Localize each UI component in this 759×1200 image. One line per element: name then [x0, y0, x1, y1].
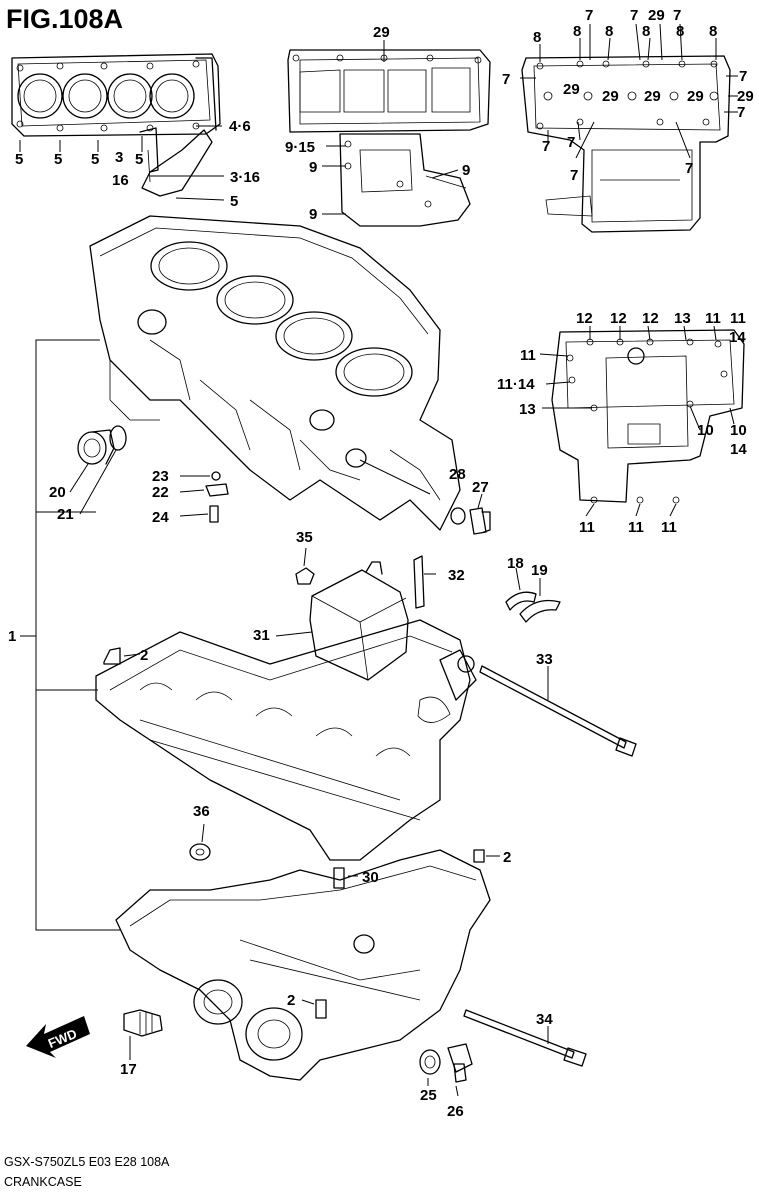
callout-label: 7	[502, 71, 510, 88]
callout-label: 12	[576, 310, 593, 327]
oil-pan-lower-section	[115, 849, 491, 1081]
callout-label: 11·14	[497, 376, 535, 393]
inset-crankcase-bolt-pattern-top	[520, 23, 738, 233]
callout-label: 1	[8, 628, 16, 645]
callout-label: 26	[447, 1103, 464, 1120]
forward-direction-arrow: FWD	[26, 1016, 90, 1058]
callout-label: 2	[287, 992, 295, 1009]
callout-label: 29	[644, 88, 661, 105]
crankcase-long-bolt-upper	[479, 665, 637, 757]
figure-title: FIG.108A	[6, 4, 123, 34]
inset-crankcase-side-view	[287, 40, 491, 227]
callout-label: 12	[642, 310, 659, 327]
callout-label: 4·6	[229, 118, 251, 135]
callout-label: 35	[296, 529, 313, 546]
callout-label: 27	[472, 479, 489, 496]
callout-label: 7	[737, 104, 745, 121]
oil-jet-bolt-washer	[359, 459, 491, 535]
callout-label: 24	[152, 509, 169, 526]
lower-crankcase	[95, 619, 477, 861]
callout-label: 8	[605, 23, 613, 40]
callout-label: 29	[648, 7, 665, 24]
callout-label: 10	[730, 422, 747, 439]
callout-label: 14	[730, 441, 747, 458]
callout-label: 7	[630, 7, 638, 24]
callout-label: 9	[462, 162, 470, 179]
callout-label: 19	[531, 562, 548, 579]
callout-label: 11	[520, 347, 536, 364]
callout-label: 29	[687, 88, 704, 105]
callout-label: 13	[519, 401, 536, 418]
callout-label: 3·16	[230, 169, 260, 186]
callout-label: 16	[112, 172, 129, 189]
callout-label: 33	[536, 651, 553, 668]
callout-label: 32	[448, 567, 465, 584]
callout-label: 23	[152, 468, 169, 485]
assembly-bracket-item-1	[20, 339, 120, 931]
crankcase-long-bolt-lower	[463, 1009, 587, 1067]
callout-label: 7	[673, 7, 681, 24]
upper-crankcase	[89, 215, 461, 531]
callout-label: 7	[685, 160, 693, 177]
callout-label: 8	[709, 23, 717, 40]
small-bolt-and-bracket	[179, 471, 229, 523]
callout-label: 22	[152, 484, 169, 501]
callout-label: 5	[135, 151, 143, 168]
oil-pressure-switch	[123, 1009, 163, 1060]
callout-label: 29	[373, 24, 390, 41]
callout-label: 11	[705, 310, 721, 327]
callout-label: 9	[309, 159, 317, 176]
callout-label: 2	[140, 647, 148, 664]
callout-label: 36	[193, 803, 210, 820]
callout-label: 7	[585, 7, 593, 24]
callout-label: 7	[570, 167, 578, 184]
fwd-label: FWD	[46, 1026, 79, 1051]
callout-label: 11	[628, 519, 644, 536]
callout-label: 8	[676, 23, 684, 40]
callout-label: 31	[253, 627, 270, 644]
breather-cover	[275, 547, 436, 681]
callout-label: 18	[507, 555, 524, 572]
callout-label: 28	[449, 466, 466, 483]
callout-label: 17	[120, 1061, 137, 1078]
callout-label: 20	[49, 484, 66, 501]
oil-seal-and-dowel-pins	[189, 823, 500, 889]
callout-label: 5	[15, 151, 23, 168]
model-code: GSX-S750ZL5 E03 E28 108A	[4, 1155, 170, 1169]
callout-label: 5	[54, 151, 62, 168]
callout-label: 14	[729, 329, 746, 346]
callout-label: 34	[536, 1011, 553, 1028]
callout-label: 11	[730, 310, 746, 327]
callout-label: 30	[362, 869, 379, 886]
callout-label: 29	[602, 88, 619, 105]
callout-label: 25	[420, 1087, 437, 1104]
callout-label: 8	[573, 23, 581, 40]
callout-label: 8	[642, 23, 650, 40]
callout-label: 10	[697, 422, 714, 439]
callout-label: 9·15	[285, 139, 315, 156]
callout-label: 13	[674, 310, 691, 327]
crank-bearings	[505, 567, 561, 623]
callout-label: 12	[610, 310, 627, 327]
section-name: CRANKCASE	[4, 1175, 82, 1189]
callout-label: 7	[567, 134, 575, 151]
callout-label: 3	[115, 149, 123, 166]
callout-label: 21	[57, 506, 74, 523]
callout-label: 9	[309, 206, 317, 223]
inset-upper-crankcase-top-view	[11, 53, 225, 201]
callout-label: 11	[661, 519, 677, 536]
callout-label: 11	[579, 519, 595, 536]
callout-label: 29	[737, 88, 754, 105]
callout-label: 7	[739, 68, 747, 85]
oil-plug-with-o-ring	[69, 425, 127, 515]
callout-label: 8	[533, 29, 541, 46]
callout-label: 29	[563, 81, 580, 98]
callout-label: 7	[542, 138, 550, 155]
callout-label: 5	[91, 151, 99, 168]
callout-label: 5	[230, 193, 238, 210]
callout-label: 2	[503, 849, 511, 866]
inset-lower-crankcase-bolt-pattern	[539, 325, 745, 517]
oil-drain-plug	[419, 1043, 473, 1097]
